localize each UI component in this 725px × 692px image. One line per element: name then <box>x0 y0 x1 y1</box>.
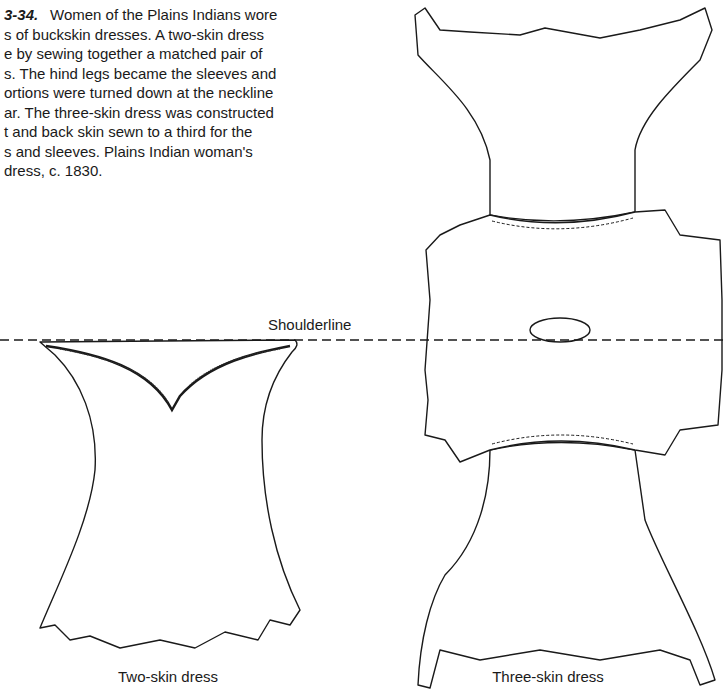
caption-line: e by sewing together a matched pair of <box>4 45 263 63</box>
caption-line: ar. The three-skin dress was constructed <box>4 104 274 122</box>
caption-line: 3-34. <box>4 6 38 24</box>
caption-line: ortions were turned down at the neckline <box>4 84 273 102</box>
fold-shading <box>60 349 280 402</box>
top-skin <box>415 8 712 221</box>
seam <box>492 435 633 444</box>
two-skin-dress <box>40 340 300 648</box>
shoulderline-label: Shoulderline <box>266 316 353 334</box>
seam <box>492 218 633 229</box>
caption-line: s. The hind legs became the sleeves and <box>4 65 276 83</box>
middle-skin <box>425 210 722 462</box>
folded-neck-flap <box>46 346 290 410</box>
shoulderline-dashed <box>0 339 725 340</box>
caption-line: s and sleeves. Plains Indian woman's <box>4 143 253 161</box>
caption-line: t and back skin sewn to a third for the <box>4 123 252 141</box>
caption-line: Women of the Plains Indians wore <box>50 6 277 24</box>
bottom-skin <box>418 443 715 689</box>
dress-caption: Three-skin dress <box>490 668 606 686</box>
caption-line: dress, c. 1830. <box>4 162 102 180</box>
caption-line: s of buckskin dresses. A two-skin dress <box>4 26 264 44</box>
neck-opening <box>530 318 590 342</box>
dress-caption: Two-skin dress <box>118 668 218 686</box>
